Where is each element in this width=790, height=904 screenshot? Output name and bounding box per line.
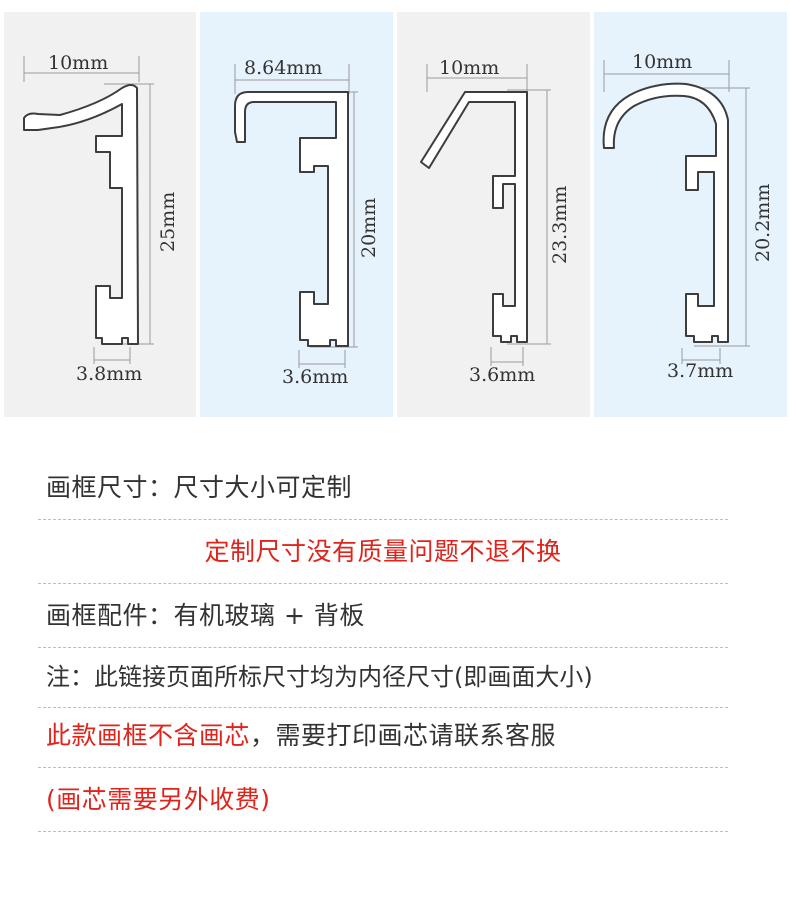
profile-panel-4: 10mm 20.2mm 3.7mm (594, 12, 787, 417)
frame-parts-text: 画框配件：有机玻璃 + 背板 (46, 601, 365, 630)
profile-panel-3: 10mm 23.3mm 3.6mm (397, 12, 590, 417)
dimension-top-width: 8.64mm (244, 57, 323, 79)
dimension-bottom-width: 3.6mm (282, 366, 349, 388)
row-divider (38, 647, 728, 648)
info-row-parts: 画框配件：有机玻璃 + 背板 (38, 588, 728, 648)
profile-gallery: 10mm 25mm 3.8mm 8.64mm 20mm 3.6mm (0, 0, 790, 420)
contact-service-text: ，需要打印画芯请联系客服 (250, 721, 557, 750)
size-customizable-text: 画框尺寸：尺寸大小可定制 (46, 473, 353, 502)
no-return-notice: 定制尺寸没有质量问题不退不换 (204, 537, 562, 566)
info-row-note: 注：此链接页面所标尺寸均为内径尺寸(即画面大小) (38, 648, 728, 708)
dimension-top-width: 10mm (632, 51, 693, 73)
info-row-core: 此款画框不含画芯，需要打印画芯请联系客服 (38, 708, 728, 768)
core-not-included-text: 此款画框不含画芯，需要打印画芯请联系客服 (46, 716, 556, 752)
row-divider (38, 519, 728, 520)
dimension-top-width: 10mm (48, 52, 109, 74)
dimension-height: 20mm (358, 197, 380, 258)
info-row-fee: (画芯需要另外收费) (38, 772, 728, 832)
row-divider (38, 707, 728, 708)
profile-panel-2: 8.64mm 20mm 3.6mm (200, 12, 393, 417)
profile-drawing-1 (23, 56, 154, 364)
row-divider (38, 767, 728, 768)
dimension-bottom-width: 3.7mm (667, 360, 734, 382)
dimension-bottom-width: 3.6mm (469, 364, 536, 386)
core-not-included-warning: 此款画框不含画芯 (46, 721, 251, 750)
dimension-bottom-width: 3.8mm (76, 363, 143, 385)
inner-size-note: 注：此链接页面所标尺寸均为内径尺寸(即画面大小) (46, 663, 593, 691)
dimension-height: 23.3mm (549, 185, 571, 264)
dimension-height: 25mm (157, 191, 179, 252)
row-divider (38, 583, 728, 584)
profile-drawing-2 (234, 64, 358, 368)
info-row-custom-policy: 定制尺寸没有质量问题不退不换 (38, 524, 728, 584)
profile-panel-1: 10mm 25mm 3.8mm (4, 12, 196, 417)
dimension-height: 20.2mm (752, 183, 774, 262)
extra-fee-notice: (画芯需要另外收费) (46, 785, 271, 814)
info-row-size: 画框尺寸：尺寸大小可定制 (38, 460, 728, 520)
profile-drawing-3 (420, 64, 551, 366)
row-divider (38, 831, 728, 832)
profile-drawing-4 (602, 60, 750, 364)
dimension-top-width: 10mm (439, 57, 500, 79)
